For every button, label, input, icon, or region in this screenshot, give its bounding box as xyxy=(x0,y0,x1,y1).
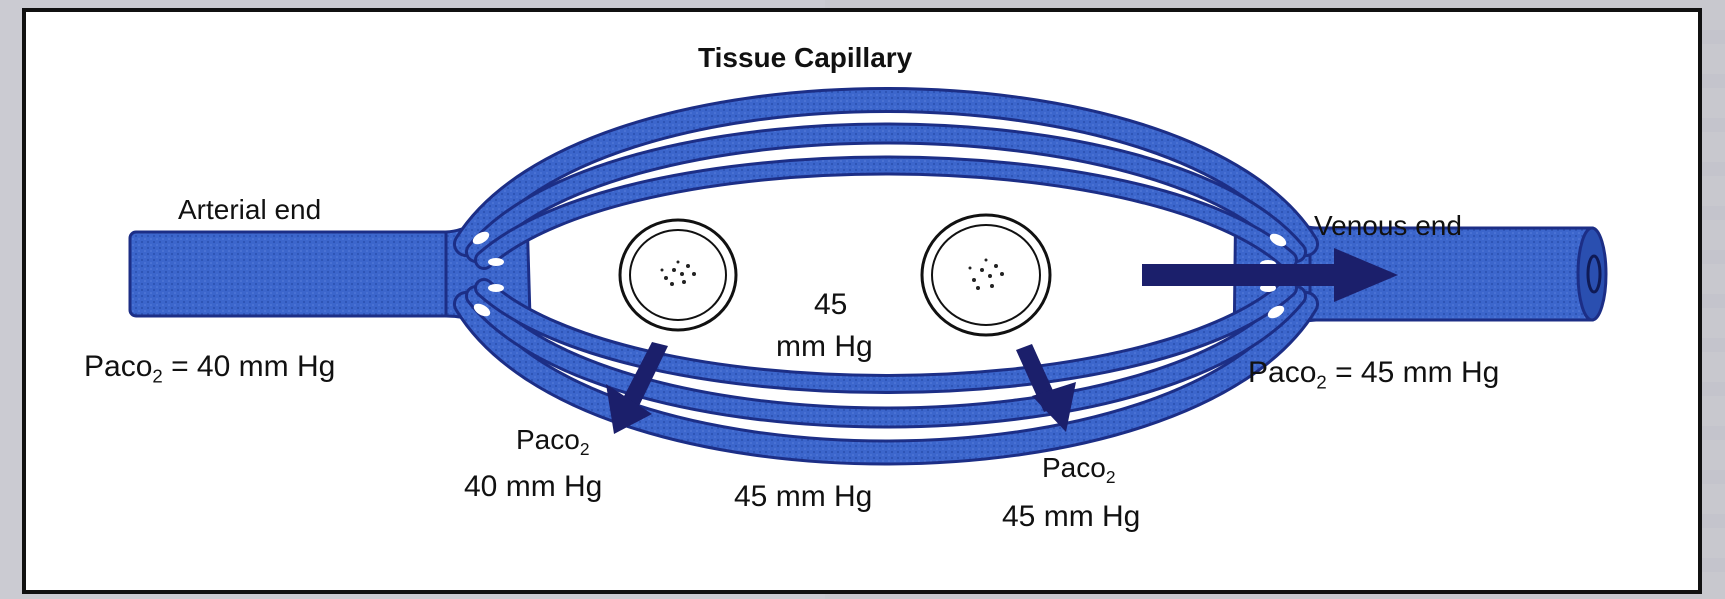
diagram-panel: Tissue Capillary Arterial end Venous end… xyxy=(22,8,1702,594)
arterial-paco2-subscript: 2 xyxy=(152,366,162,387)
arterial-paco2-value: = 40 mm Hg xyxy=(163,350,336,383)
arterial-paco2-label: Paco2 = 40 mm Hg xyxy=(84,350,335,388)
right-capillary-paco2-value: 45 mm Hg xyxy=(1002,500,1140,534)
tissue-value-top: 45 xyxy=(814,288,847,322)
venous-paco2-label: Paco2 = 45 mm Hg xyxy=(1248,356,1499,394)
arterial-vessel xyxy=(130,232,450,316)
left-capillary-paco2-subscript: 2 xyxy=(580,439,590,459)
tissue-cell-left xyxy=(620,220,736,330)
left-capillary-paco2-prefix: Paco xyxy=(516,424,580,455)
right-capillary-paco2-prefix: Paco xyxy=(1042,452,1106,483)
left-capillary-paco2-label: Paco2 xyxy=(516,424,589,460)
tissue-unit-top: mm Hg xyxy=(776,330,873,364)
tissue-cell-right xyxy=(922,215,1050,335)
capillary-bands-top xyxy=(466,100,1306,260)
venous-lumen xyxy=(1578,228,1606,320)
venous-paco2-prefix: Paco xyxy=(1248,356,1316,389)
capillary-bands-bottom xyxy=(466,288,1306,453)
middle-capillary-value: 45 mm Hg xyxy=(734,480,872,514)
venous-paco2-subscript: 2 xyxy=(1316,372,1326,393)
venous-end-label: Venous end xyxy=(1314,210,1462,242)
right-capillary-paco2-label: Paco2 xyxy=(1042,452,1115,488)
venous-paco2-value: = 45 mm Hg xyxy=(1327,356,1500,389)
left-capillary-paco2-value: 40 mm Hg xyxy=(464,470,602,504)
right-capillary-paco2-subscript: 2 xyxy=(1106,467,1116,487)
diagram-title: Tissue Capillary xyxy=(698,42,912,74)
arterial-paco2-prefix: Paco xyxy=(84,350,152,383)
arterial-end-label: Arterial end xyxy=(178,194,321,226)
